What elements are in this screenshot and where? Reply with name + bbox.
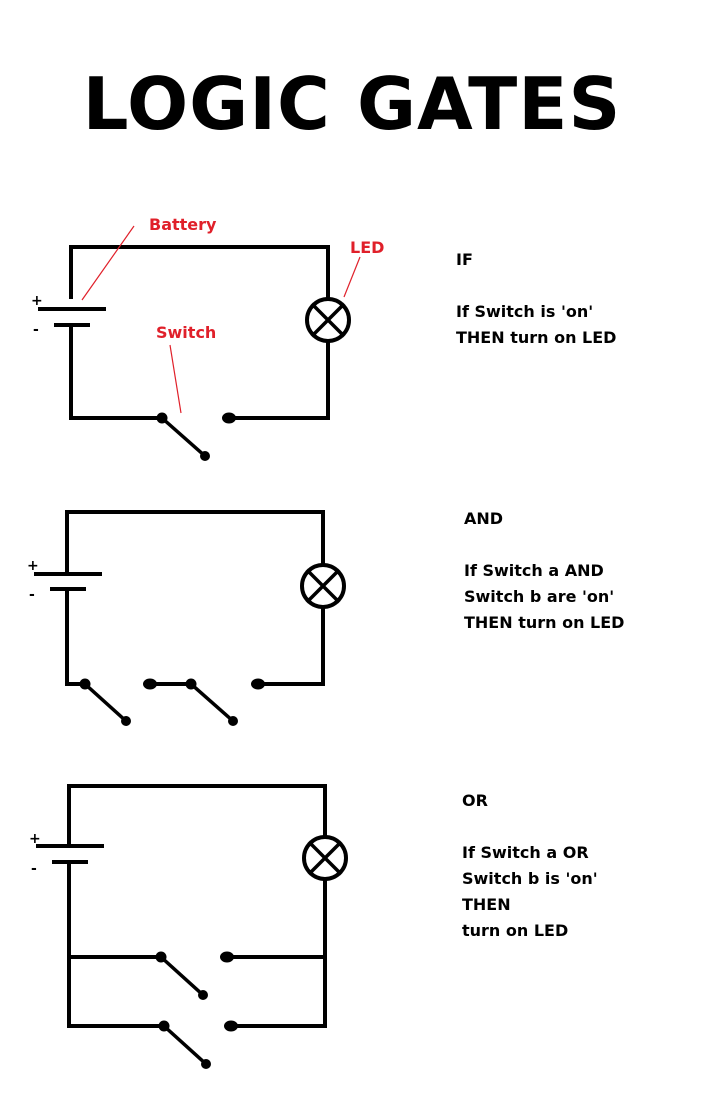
and-battery-symbol [34, 572, 102, 591]
battery-pointer-line [81, 225, 135, 301]
and-gate-name: AND [464, 509, 504, 528]
or-switch-a-symbol [158, 954, 206, 998]
switch-contacts [79, 412, 265, 1069]
and-line-1: If Switch a AND [464, 561, 604, 580]
if-led-symbol [305, 297, 351, 343]
or-wire-top [67, 784, 327, 848]
battery-label: Battery [149, 215, 217, 234]
and-switch-a-symbol [82, 681, 129, 724]
or-circuit [36, 784, 348, 1067]
if-battery-minus: - [33, 322, 39, 338]
switch-pointer-line [169, 344, 182, 414]
if-wire-top [69, 245, 330, 299]
if-circuit [38, 245, 351, 459]
page-title: LOGIC GATES [82, 62, 622, 146]
or-gate-name: OR [462, 791, 488, 810]
or-line-2: Switch b is 'on' [462, 869, 598, 888]
if-wire-right [227, 340, 330, 420]
and-wire-right [256, 606, 325, 686]
if-battery-symbol [38, 307, 106, 327]
and-wire-top [65, 510, 325, 576]
and-battery-minus: - [29, 587, 35, 603]
if-battery-plus: + [31, 293, 43, 309]
and-led-symbol [300, 563, 346, 609]
or-line-1: If Switch a OR [462, 843, 589, 862]
if-switch-symbol [159, 415, 208, 459]
or-battery-symbol [36, 844, 104, 864]
led-pointer-line [343, 256, 361, 298]
if-line-1: If Switch is 'on' [456, 302, 594, 321]
and-circuit [34, 510, 346, 724]
switch-label: Switch [156, 323, 216, 342]
and-line-2: Switch b are 'on' [464, 587, 615, 606]
and-switch-b-symbol [188, 681, 236, 724]
or-battery-plus: + [29, 831, 41, 847]
and-line-3: THEN turn on LED [464, 613, 625, 632]
or-line-3: THEN [462, 895, 511, 914]
led-label: LED [350, 238, 384, 257]
or-battery-minus: - [31, 861, 37, 877]
or-led-symbol [302, 835, 348, 881]
if-line-2: THEN turn on LED [456, 328, 617, 347]
or-line-4: turn on LED [462, 921, 569, 940]
or-switch-b-symbol [161, 1023, 209, 1067]
if-gate-name: IF [456, 250, 473, 269]
and-battery-plus: + [27, 558, 39, 574]
annotation-pointers [81, 225, 361, 414]
